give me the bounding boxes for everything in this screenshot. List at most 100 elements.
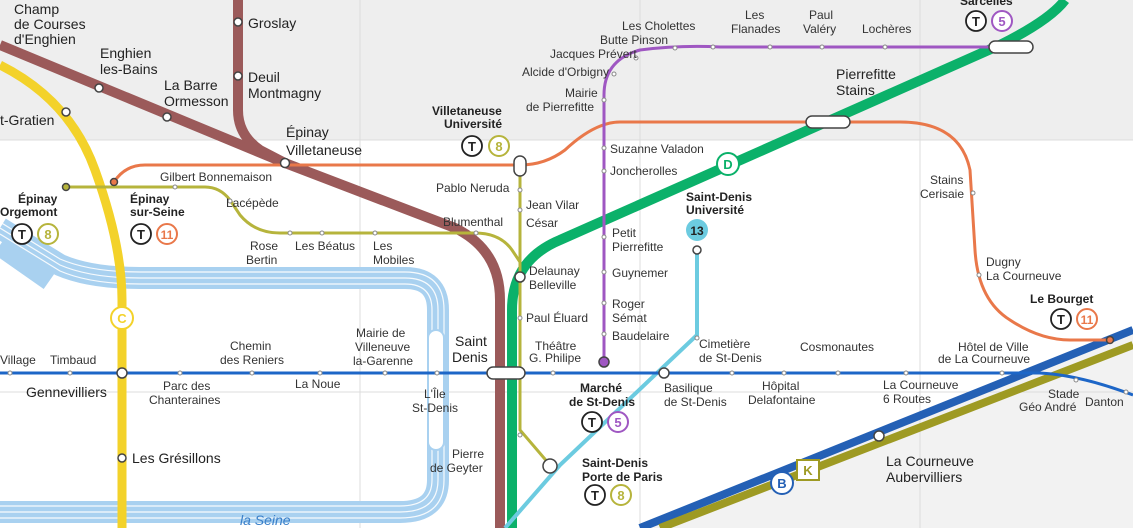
station-dot-deuil[interactable] (233, 71, 243, 81)
interchange-saint-denis[interactable] (486, 366, 526, 380)
label-epinay-villetaneuse-2: Villetaneuse (286, 142, 362, 158)
label-roger-semat-1: Roger (612, 297, 645, 311)
line-t8-track (62, 185, 522, 263)
label-la-courneuve-6-routes-2: 6 Routes (883, 392, 931, 406)
label-baudelaire: Baudelaire (612, 329, 670, 343)
label-stains-cerisaie-1: Stains (930, 173, 963, 187)
tram-t-icon: T (972, 14, 980, 29)
station-labels: Champ de Courses d'Enghien Groslay Deuil… (0, 0, 1124, 485)
label-epinay-sur-seine-2: sur-Seine (130, 205, 185, 219)
label-ile-st-denis-1: L'Île (424, 386, 446, 401)
label-theatre-philipe-1: Théâtre (535, 339, 577, 353)
label-villetaneuse-universite-2: Université (444, 117, 502, 131)
line-c-track (0, 60, 127, 528)
station-dot-basilique[interactable] (658, 367, 670, 379)
label-enghien-2: les-Bains (100, 61, 158, 77)
interchange-sarcelles[interactable] (988, 40, 1034, 54)
label-pierre-geyter-1: Pierre (452, 447, 484, 461)
label-joncherolles: Joncherolles (610, 164, 677, 178)
badge-t13-label: 13 (690, 224, 704, 238)
label-epinay-sur-seine-1: Épinay (130, 191, 170, 206)
label-porte-paris-2: Porte de Paris (582, 470, 663, 484)
label-lacepede: Lacépède (226, 196, 279, 210)
label-stade-2: Géo André (1019, 400, 1077, 414)
station-dot-les-gresillons[interactable] (117, 453, 127, 463)
label-les-mobiles-2: Mobiles (373, 253, 414, 267)
station-dot-groslay[interactable] (233, 17, 243, 27)
tram-t-icon: T (591, 488, 599, 503)
tram-badge-t11: 11 (161, 228, 174, 242)
label-chemin-reniers-2: des Reniers (220, 353, 284, 367)
label-pierrefitte-stains-1: Pierrefitte (836, 66, 896, 82)
label-basilique-1: Basilique (664, 381, 713, 395)
label-jacques-prevert: Jacques Prévert (550, 47, 637, 61)
badge-b-label: B (777, 476, 786, 491)
station-dot-la-courneuve-aubervilliers[interactable] (873, 430, 885, 442)
label-parc-chanteraines-2: Chanteraines (149, 393, 220, 407)
badge-d: D (716, 152, 740, 176)
label-mairie-villeneuve-3: la-Garenne (353, 354, 413, 368)
interchange-porte-paris[interactable] (542, 458, 558, 474)
station-dot-le-bourget[interactable] (1105, 335, 1115, 345)
station-dot-la-barre[interactable] (162, 112, 172, 122)
label-rose-bertin-1: Rose (250, 239, 278, 253)
label-champ-de-courses-1: Champ (14, 1, 59, 17)
label-gilbert-bonnemaison: Gilbert Bonnemaison (160, 170, 272, 184)
tram-badge-t8: 8 (44, 227, 51, 242)
stop-ticks (7, 44, 1129, 438)
station-dot-gratien[interactable] (61, 107, 71, 117)
label-les-mobiles-1: Les (373, 239, 392, 253)
label-les-beatus: Les Béatus (295, 239, 355, 253)
label-hopital-2: Delafontaine (748, 393, 816, 407)
label-rose-bertin-2: Bertin (246, 253, 277, 267)
badge-k-label: K (803, 463, 813, 478)
interchange-pierrefitte-stains[interactable] (805, 115, 851, 129)
label-butte-pinson: Butte Pinson (600, 33, 668, 47)
station-dot-gennevilliers[interactable] (116, 367, 128, 379)
label-deuil-1: Deuil (248, 69, 280, 85)
label-la-courneuve-6-routes-1: La Courneuve (883, 378, 959, 392)
seine-label: la Seine (240, 512, 291, 528)
label-stade-1: Stade (1048, 387, 1080, 401)
label-cesar: César (526, 216, 558, 230)
label-sarcelles: Sarcelles (960, 0, 1013, 8)
label-parc-chanteraines-1: Parc des (163, 379, 210, 393)
label-la-barre-2: Ormesson (164, 93, 229, 109)
station-dot-epinay-orgemont[interactable] (61, 182, 71, 192)
label-sd-universite-2: Université (686, 203, 744, 217)
label-champ-de-courses-2: de Courses (14, 16, 86, 32)
label-delaunay-2: Belleville (529, 278, 577, 292)
label-champ-de-courses-3: d'Enghien (14, 31, 76, 47)
station-dot-epinay-villetaneuse[interactable] (279, 157, 291, 169)
label-blumenthal: Blumenthal (443, 215, 503, 229)
label-stains-cerisaie-2: Cerisaie (920, 187, 964, 201)
label-hotel-ville-1: Hôtel de Ville (958, 340, 1029, 354)
label-chemin-reniers-1: Chemin (230, 339, 271, 353)
label-danton: Danton (1085, 395, 1124, 409)
station-dot-epinay-sur-seine[interactable] (109, 177, 119, 187)
label-guynemer: Guynemer (612, 266, 668, 280)
badge-k: K (796, 459, 820, 481)
label-paul-valery-2: Valéry (803, 22, 836, 36)
label-epinay-orgemont-2: Orgemont (0, 205, 57, 219)
label-delaunay-1: Delaunay (529, 264, 580, 278)
label-gennevilliers: Gennevilliers (26, 384, 107, 400)
station-dot-marche-st-denis[interactable] (598, 356, 610, 368)
label-epinay-orgemont-1: Épinay (18, 191, 58, 206)
station-dot-saint-denis-universite[interactable] (692, 245, 702, 255)
station-dot-delaunay-belleville[interactable] (514, 271, 526, 283)
label-locheres: Lochères (862, 22, 911, 36)
label-la-barre-1: La Barre (164, 77, 218, 93)
badge-c: C (110, 306, 134, 330)
label-porte-paris-1: Saint-Denis (582, 456, 648, 470)
station-dot-enghien[interactable] (94, 83, 104, 93)
label-suzanne-valadon: Suzanne Valadon (610, 142, 704, 156)
label-les-flanades-1: Les (745, 8, 764, 22)
label-les-flanades-2: Flanades (731, 22, 780, 36)
label-basilique-2: de St-Denis (664, 395, 727, 409)
interchange-villetaneuse-universite[interactable] (513, 155, 527, 177)
label-mairie-villeneuve-2: Villeneuve (355, 340, 410, 354)
tram-t-icon: T (588, 415, 596, 430)
line-t8-south-track (518, 165, 552, 466)
tram-badge-t8: 8 (495, 139, 502, 154)
